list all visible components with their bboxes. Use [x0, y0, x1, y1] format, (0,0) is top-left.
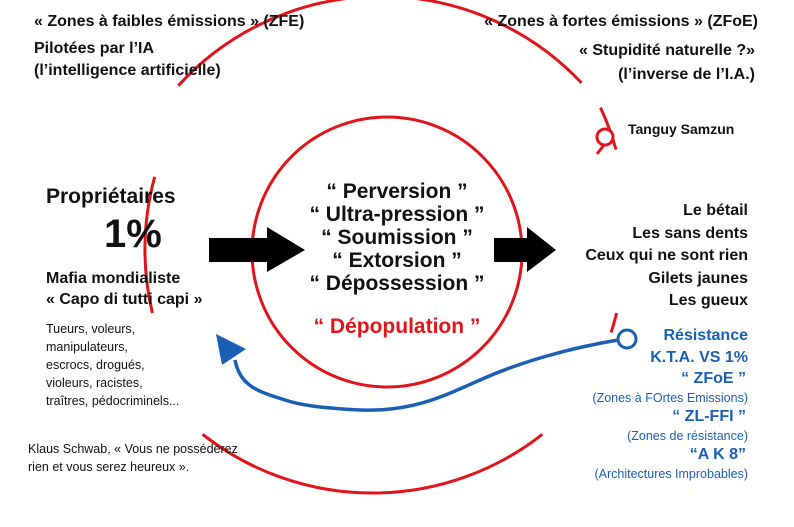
mafia-label: Mafia mondialiste — [46, 270, 181, 287]
center-word: “ Ultra-pression ” — [309, 203, 485, 226]
ia-definition-label: (l’intelligence artificielle) — [34, 62, 221, 79]
schwab-quote: Klaus Schwab, « Vous ne posséderez rien … — [28, 440, 238, 476]
zfoe-label: « Zones à fortes émissions » (ZFoE) — [484, 13, 758, 30]
accusation-item: Tueurs, voleurs, — [46, 322, 136, 336]
outer-ring-right-upper-arc — [599, 106, 618, 151]
outer-ring-left-arc — [143, 176, 157, 314]
resistance-ak8-desc: (Architectures Improbables) — [594, 467, 748, 481]
resistance-arrowhead — [216, 334, 246, 365]
center-word: “ Soumission ” — [321, 226, 473, 249]
center-word: “ Extorsion ” — [332, 249, 462, 272]
resistance-kta: K.T.A. VS 1% — [650, 349, 748, 366]
accusation-list: Tueurs, voleurs, manipulateurs, escrocs,… — [46, 320, 179, 410]
owners-title: Propriétaires — [46, 185, 176, 208]
zfe-label: « Zones à faibles émissions » (ZFE) — [34, 13, 305, 30]
ia-inverse-label: (l’inverse de l’I.A.) — [618, 66, 755, 83]
accusation-item: manipulateurs, — [46, 340, 128, 354]
victims-item: Les sans dents — [632, 224, 748, 242]
resistance-zlffi: “ ZL-FFI ” — [672, 408, 746, 425]
depopulation-label: “ Dépopulation ” — [313, 315, 481, 338]
arrow-center-to-right — [494, 227, 556, 272]
resistance-block: Résistance K.T.A. VS 1% “ ZFoE ” (Zones … — [592, 325, 748, 483]
victims-item: Le bétail — [683, 202, 748, 219]
victims-item: Ceux qui ne sont rien — [585, 247, 748, 264]
outer-ring-bottom-arc — [201, 433, 544, 495]
schwab-quote-line2: rien et vous serez heureux ». — [28, 460, 190, 474]
resistance-zfoe-desc: (Zones à FOrtes Emissions) — [592, 391, 748, 405]
accusation-item: escrocs, drogués, — [46, 358, 145, 372]
resistance-zlffi-desc: (Zones de résistance) — [627, 429, 748, 443]
ia-piloted-label: Pilotées par l’IA — [34, 40, 155, 57]
author-name: Tanguy Samzun — [628, 121, 735, 137]
one-percent: 1% — [104, 212, 162, 256]
victims-list: Le bétail Les sans dents Ceux qui ne son… — [585, 200, 748, 313]
victims-item: Gilets jaunes — [648, 269, 748, 287]
resistance-path — [233, 338, 619, 412]
center-word-list: “ Perversion ” “ Ultra-pression ” “ Soum… — [257, 180, 537, 295]
capo-label: « Capo di tutti capi » — [46, 291, 203, 308]
resistance-zfoe: “ ZFoE ” — [681, 370, 746, 387]
victims-item: Les gueux — [668, 292, 748, 309]
outer-ring-top-arc — [177, 0, 583, 87]
resistance-title: Résistance — [663, 327, 749, 344]
author-marker-stem — [595, 144, 606, 155]
accusation-item: violeurs, racistes, — [46, 376, 143, 390]
natural-stupidity-label: « Stupidité naturelle ?» — [578, 42, 755, 59]
resistance-start-circle — [616, 328, 638, 350]
center-word: “ Dépossession ” — [309, 272, 485, 295]
outer-ring-right-lower-arc — [609, 312, 619, 333]
center-word: “ Perversion ” — [326, 180, 468, 203]
schwab-quote-line1: Klaus Schwab, « Vous ne posséderez — [28, 442, 238, 456]
arrow-left-to-center — [209, 227, 305, 272]
accusation-item: traîtres, pédocriminels... — [46, 394, 180, 408]
author-marker-circle — [595, 127, 615, 147]
resistance-ak8: “A K 8” — [689, 446, 746, 463]
